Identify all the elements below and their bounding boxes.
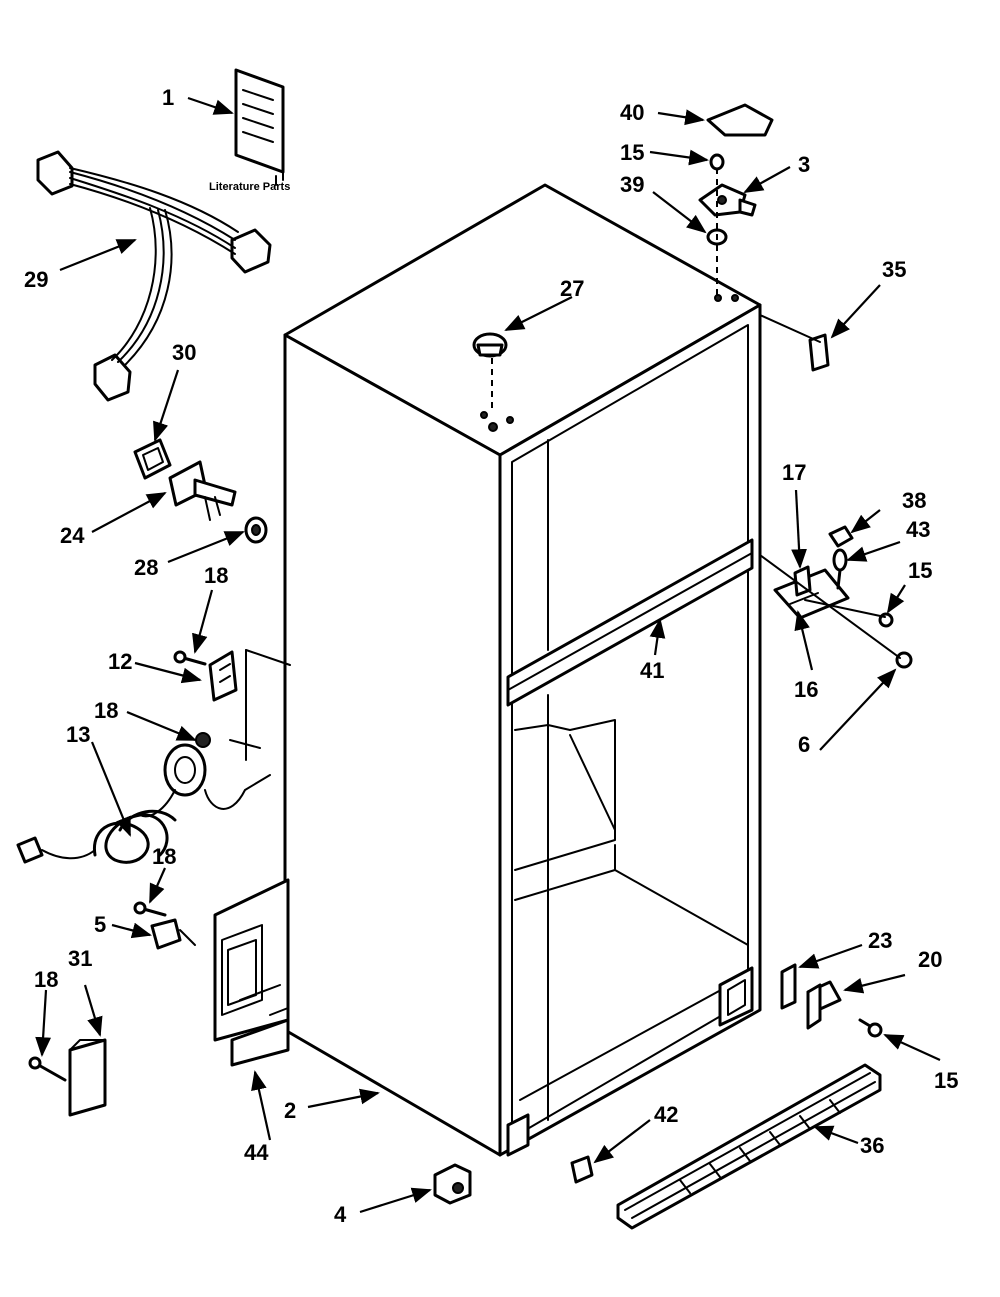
callout-42: 42 bbox=[654, 1102, 678, 1127]
callout-5: 5 bbox=[94, 912, 106, 937]
part-1-literature: Literature Parts bbox=[209, 68, 290, 193]
part-29-wire-harness bbox=[36, 150, 272, 402]
callout-4: 4 bbox=[334, 1202, 347, 1227]
part-38-cap bbox=[828, 525, 854, 548]
part-31-cover bbox=[68, 1038, 107, 1117]
part-44-panel bbox=[213, 878, 290, 1067]
part-15a-screw bbox=[709, 153, 725, 171]
callout-35: 35 bbox=[882, 257, 906, 282]
part-41-crossbar bbox=[506, 538, 754, 707]
bottom-hinge bbox=[506, 966, 754, 1157]
callout-43: 43 bbox=[906, 517, 930, 542]
literature-parts-label: Literature Parts bbox=[209, 181, 290, 193]
callout-6: 6 bbox=[798, 732, 810, 757]
callout-18d: 18 bbox=[34, 967, 58, 992]
callout-36: 36 bbox=[860, 1133, 884, 1158]
callout-3: 3 bbox=[798, 152, 810, 177]
callout-2: 2 bbox=[284, 1098, 296, 1123]
callout-13: 13 bbox=[66, 722, 90, 747]
callout-18a: 18 bbox=[204, 563, 228, 588]
cabinet bbox=[283, 183, 762, 1157]
callout-30: 30 bbox=[172, 340, 196, 365]
part-30-grommet bbox=[133, 438, 172, 480]
callout-38: 38 bbox=[902, 488, 926, 513]
part-13-power-cord bbox=[16, 732, 271, 864]
callouts: 1 29 30 24 28 18 12 18 13 18 5 18 31 2 4… bbox=[24, 85, 958, 1227]
part-23-shim bbox=[780, 963, 797, 1010]
part-36-grille bbox=[616, 1063, 882, 1230]
part-15c-screw bbox=[858, 1018, 883, 1038]
part-5-clip bbox=[150, 918, 196, 950]
part-40-hinge-cover bbox=[706, 103, 774, 137]
callout-18c: 18 bbox=[152, 844, 176, 869]
part-28-nut bbox=[244, 516, 268, 544]
part-43-pin bbox=[832, 548, 848, 590]
part-18c-screw bbox=[133, 901, 167, 917]
callout-15a: 15 bbox=[620, 140, 644, 165]
part-12-clip bbox=[208, 650, 238, 702]
callout-39: 39 bbox=[620, 172, 644, 197]
leader-lines bbox=[35, 96, 941, 1214]
part-20-hinge bbox=[806, 980, 842, 1030]
callout-41: 41 bbox=[640, 658, 664, 683]
callout-40: 40 bbox=[620, 100, 644, 125]
callout-12: 12 bbox=[108, 649, 132, 674]
part-42-clip bbox=[570, 1155, 594, 1184]
callout-28: 28 bbox=[134, 555, 158, 580]
part-35-clip bbox=[808, 333, 830, 372]
callout-17: 17 bbox=[782, 460, 806, 485]
callout-15b: 15 bbox=[908, 558, 932, 583]
callout-44: 44 bbox=[244, 1140, 269, 1165]
callout-23: 23 bbox=[868, 928, 892, 953]
callout-27: 27 bbox=[560, 276, 584, 301]
callout-18b: 18 bbox=[94, 698, 118, 723]
callout-1: 1 bbox=[162, 85, 174, 110]
part-24-bracket bbox=[168, 460, 237, 521]
callout-16: 16 bbox=[794, 677, 818, 702]
callout-24: 24 bbox=[60, 523, 85, 548]
callout-31: 31 bbox=[68, 946, 92, 971]
part-18a-screw bbox=[173, 650, 207, 666]
callout-15c: 15 bbox=[934, 1068, 958, 1093]
callout-20: 20 bbox=[918, 947, 942, 972]
part-27-plug bbox=[472, 332, 508, 358]
callout-29: 29 bbox=[24, 267, 48, 292]
part-18d-screw bbox=[28, 1056, 67, 1082]
part-3-top-hinge bbox=[698, 183, 757, 217]
part-6-screw bbox=[759, 554, 913, 669]
part-4-leveler bbox=[433, 1163, 472, 1205]
